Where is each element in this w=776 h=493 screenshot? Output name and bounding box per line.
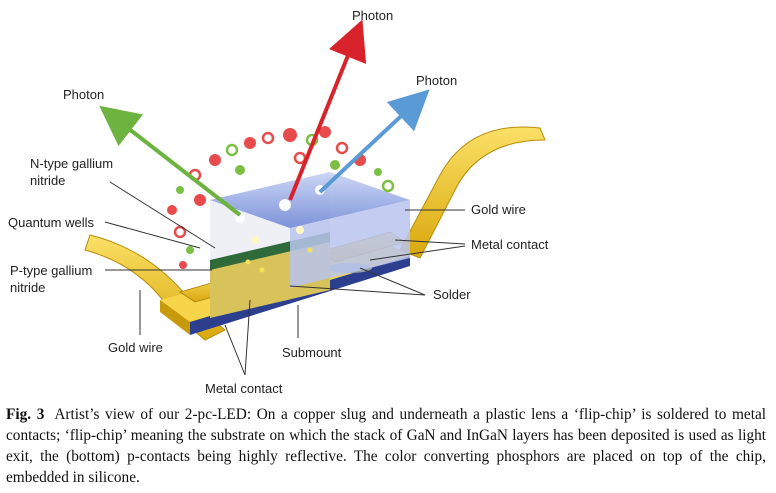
led-diagram: Photon Photon Photon N-type gallium nitr… bbox=[8, 8, 549, 396]
label-n-type-1: N-type gallium bbox=[30, 156, 113, 171]
label-solder: Solder bbox=[433, 287, 471, 302]
label-p-type-2: nitride bbox=[10, 280, 45, 295]
label-photon-top: Photon bbox=[352, 8, 393, 23]
photon-arrow-green bbox=[99, 105, 242, 217]
photon-arrow-blue bbox=[318, 89, 430, 194]
leader-lines bbox=[104, 181, 466, 376]
label-n-type-2: nitride bbox=[30, 173, 65, 188]
photon-arrow-red bbox=[288, 19, 367, 201]
chip-stack bbox=[210, 172, 410, 318]
figure-label: Fig. 3 bbox=[6, 406, 45, 423]
label-photon-left: Photon bbox=[63, 87, 104, 102]
label-photon-right: Photon bbox=[416, 73, 457, 88]
label-submount: Submount bbox=[282, 345, 342, 360]
label-metal-contact-bottom: Metal contact bbox=[205, 381, 283, 396]
label-p-type-1: P-type gallium bbox=[10, 263, 92, 278]
label-metal-contact-right: Metal contact bbox=[471, 237, 549, 252]
label-quantum-wells: Quantum wells bbox=[8, 215, 94, 230]
label-gold-wire-left: Gold wire bbox=[108, 340, 163, 355]
label-gold-wire-right: Gold wire bbox=[471, 202, 526, 217]
caption-text: Artist’s view of our 2-pc-LED: On a copp… bbox=[6, 406, 766, 486]
